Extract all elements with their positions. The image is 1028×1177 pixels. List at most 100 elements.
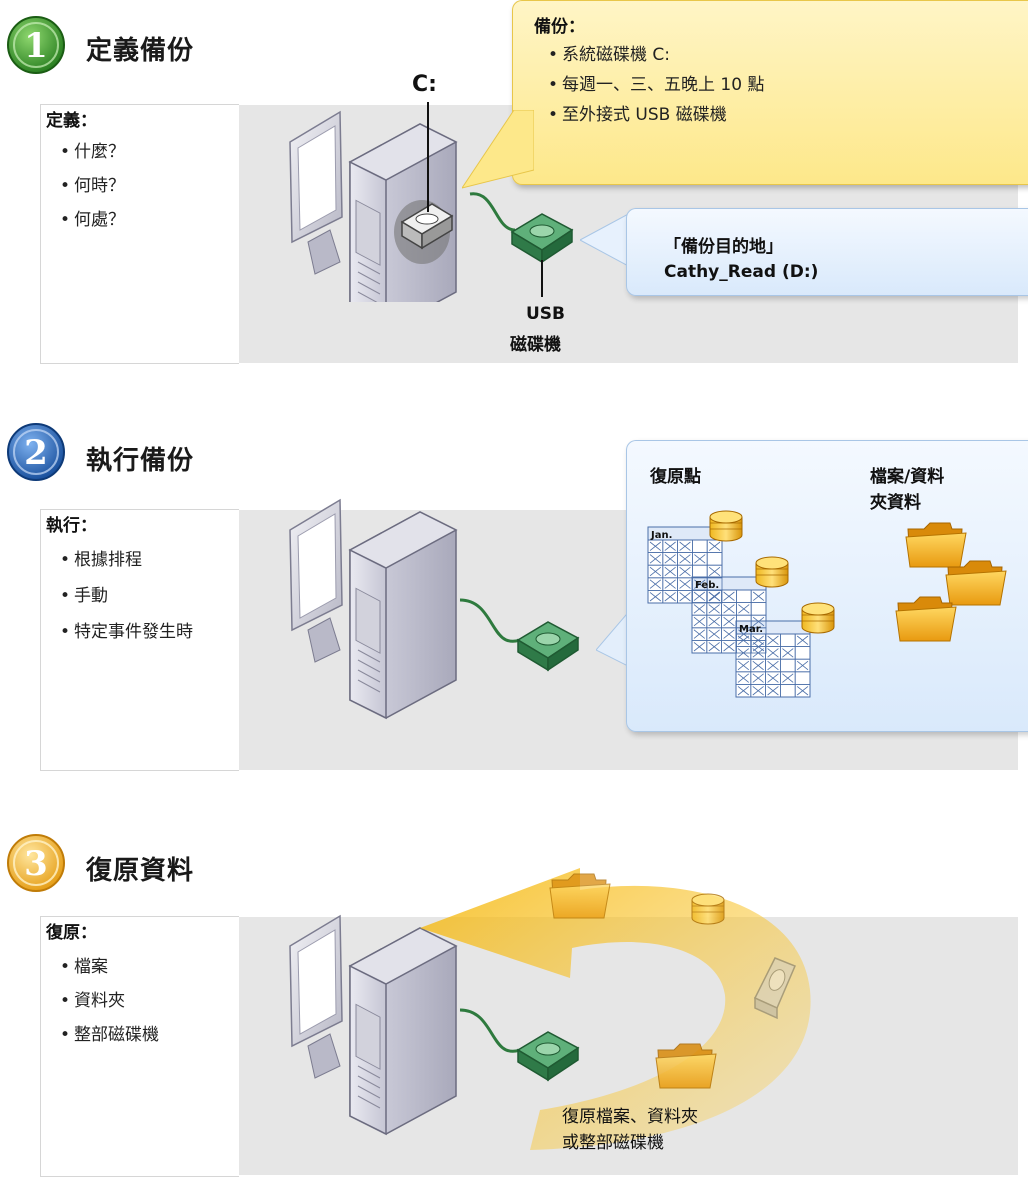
step2-badge-icon: 2	[7, 423, 65, 481]
callout-pointer	[462, 110, 534, 189]
files-folders-label-line2: 夾資料	[870, 493, 921, 513]
step2-illustration	[289, 499, 579, 719]
calendar-mark	[767, 673, 779, 683]
step1-bullet-list: 什麼？ 何時？ 何處？	[60, 135, 125, 237]
calendar-mark	[679, 579, 691, 589]
step3-left-title: 復原：	[46, 923, 97, 943]
calendar-mark	[723, 604, 735, 614]
folder-icon	[655, 1043, 717, 1089]
calendar-mark	[752, 648, 764, 658]
list-item: 系統磁碟機 C:	[548, 40, 764, 70]
list-item: 根據排程	[60, 542, 193, 578]
coins-icon	[755, 556, 789, 588]
folder-icon	[945, 560, 1007, 606]
cable	[459, 1008, 521, 1053]
calendar-mark	[694, 579, 706, 589]
calendar-mark	[679, 592, 691, 602]
restore-arrow-icon	[420, 868, 811, 1150]
drive-label: C:	[412, 72, 437, 97]
calendar-mark	[737, 635, 750, 645]
calendar-mark	[693, 604, 706, 614]
calendar-mark	[723, 616, 735, 627]
calendar-mark	[782, 648, 794, 658]
list-item: 資料夾	[60, 984, 159, 1018]
step3-illustration	[289, 868, 811, 1150]
calendar-mark	[752, 660, 764, 671]
backup-data-callout-pointer	[596, 608, 632, 668]
destination-callout	[626, 208, 1028, 296]
calendar-mark	[752, 616, 765, 627]
svg-text:3: 3	[24, 844, 48, 884]
step2-left-title: 執行：	[46, 516, 97, 536]
calendar-mark	[796, 635, 809, 645]
calendar-mark	[782, 673, 794, 683]
calendar-mark	[708, 642, 720, 652]
svg-text:Feb.: Feb.	[695, 580, 719, 591]
step1-badge-icon: 1	[7, 16, 65, 74]
calendar-mark	[723, 629, 735, 639]
usb-label-line2: 磁碟機	[510, 335, 561, 355]
calendar-mark	[752, 635, 764, 645]
list-item: 至外接式 USB 磁碟機	[548, 100, 764, 130]
calendar-mark	[708, 604, 720, 614]
backup-callout-list: 系統磁碟機 C: 每週一、三、五晚上 10 點 至外接式 USB 磁碟機	[548, 40, 764, 130]
step2-title: 執行備份	[86, 446, 195, 476]
calendar-mark	[649, 566, 662, 577]
cable	[469, 192, 516, 232]
folder-icon	[905, 522, 967, 568]
step1-left-title: 定義：	[46, 111, 97, 131]
list-item: 何時？	[60, 169, 125, 203]
backup-callout-title: 備份：	[534, 17, 585, 37]
calendar-mark	[649, 541, 662, 551]
restore-caption-line1: 復原檔案、資料夾	[562, 1107, 698, 1127]
calendar-mark	[767, 648, 779, 658]
folder-icon	[895, 596, 957, 642]
svg-text:1: 1	[24, 26, 48, 66]
list-item: 手動	[60, 578, 193, 614]
svg-text:Mar.: Mar.	[739, 624, 763, 635]
list-item: 檔案	[60, 950, 159, 984]
calendar-cell	[794, 683, 811, 698]
usb-label-line1: USB	[526, 304, 566, 324]
calendar-mark	[723, 642, 735, 652]
step1-title: 定義備份	[86, 36, 195, 66]
calendar-mark	[664, 554, 676, 564]
folder-icon	[549, 873, 611, 919]
calendar-mark	[752, 591, 765, 601]
calendar-mark	[664, 579, 676, 589]
calendar-mark	[679, 541, 691, 551]
usb-drive-icon	[511, 213, 573, 263]
calendar-mark	[737, 686, 750, 696]
calendar-mark	[693, 616, 706, 627]
calendar-mark	[752, 673, 764, 683]
calendar-mark	[723, 591, 735, 601]
list-item: 什麼？	[60, 135, 125, 169]
calendar-mark	[708, 591, 720, 601]
coins-icon	[691, 893, 725, 925]
list-item: 特定事件發生時	[60, 614, 193, 650]
calendar-mark	[767, 686, 779, 696]
calendar-mark	[694, 554, 706, 564]
calendar-mark	[737, 673, 750, 683]
calendar-mark	[649, 579, 662, 589]
list-item: 整部磁碟機	[60, 1018, 159, 1052]
calendar-mark	[693, 591, 706, 601]
calendar-mark	[708, 616, 720, 627]
calendar-mark	[752, 686, 764, 696]
step2-bullet-list: 根據排程 手動 特定事件發生時	[60, 542, 193, 650]
calendar-mark	[664, 541, 676, 551]
calendar-mark	[679, 566, 691, 577]
hard-drive-icon	[400, 203, 454, 250]
destination-line2: Cathy_Read (D:)	[664, 262, 819, 282]
restore-caption-line2: 或整部磁碟機	[562, 1133, 664, 1153]
calendar-mark	[679, 554, 691, 564]
usb-drive-icon	[517, 1031, 579, 1081]
calendar-mark	[649, 554, 662, 564]
step3-badge-icon: 3	[7, 834, 65, 892]
list-item: 每週一、三、五晚上 10 點	[548, 70, 764, 100]
calendar-mark	[664, 592, 676, 602]
calendar-mark	[796, 686, 809, 696]
files-folders-label-line1: 檔案/資料	[870, 467, 945, 487]
computer-icon	[289, 915, 457, 1135]
step1-illustration	[289, 102, 573, 302]
